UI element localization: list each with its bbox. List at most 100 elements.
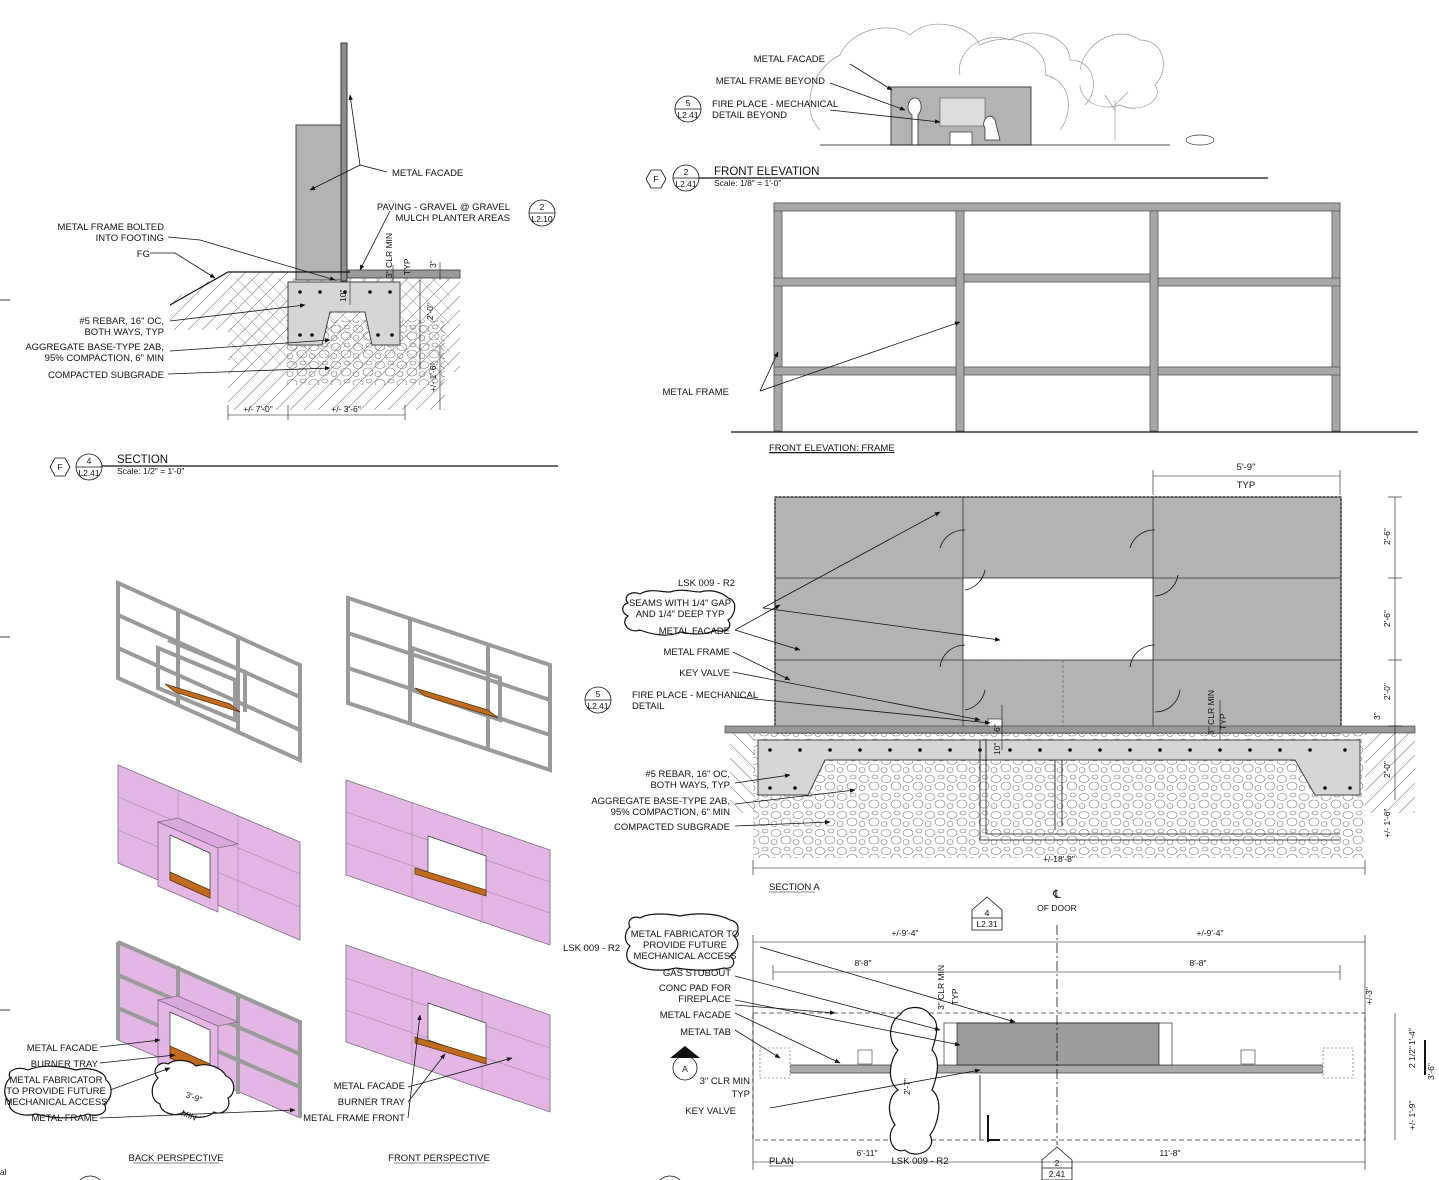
label-fp-2: DETAIL xyxy=(632,701,665,712)
sheet-edge-text: al xyxy=(0,1167,7,1177)
ref-sheet: L2.31 xyxy=(976,919,998,929)
front-perspective-frame xyxy=(346,595,552,773)
front-elevation-title-block: F 2 L2.41 FRONT ELEVATION Scale: 1/8" = … xyxy=(645,164,1268,192)
front-perspective-caption: FRONT PERSPECTIVE xyxy=(388,1153,490,1164)
elevation-scale: Scale: 1/8" = 1'-0" xyxy=(714,178,781,188)
dim-10: 10" xyxy=(338,290,348,302)
label-fab-1: METAL FABRICATOR TO xyxy=(631,929,740,940)
person-figure xyxy=(907,97,922,146)
footing xyxy=(757,739,1361,796)
revision-cloud xyxy=(624,913,739,971)
facade-plan xyxy=(774,1064,1341,1074)
ref-sheet: 2.41 xyxy=(1049,1169,1066,1179)
label-paving-2: MULCH PLANTER AREAS xyxy=(395,213,510,224)
label-key-valve: KEY VALVE xyxy=(685,1106,736,1117)
label-fab-2: PROVIDE FUTURE xyxy=(643,940,727,951)
dim-16: +/- 1'-6" xyxy=(1382,809,1392,838)
dim-typ: TYP xyxy=(1237,480,1255,491)
label-back-metal-facade: METAL FACADE xyxy=(27,1043,98,1054)
corner-seam-markers xyxy=(939,529,1181,713)
section-a-caption: SECTION A xyxy=(769,882,820,893)
label-gas: GAS STUBOUT xyxy=(663,968,731,979)
label-metal-facade: METAL FACADE xyxy=(659,626,730,637)
dim-6: 6" xyxy=(992,724,1002,732)
dim-611: 6'-11" xyxy=(856,1148,877,1158)
label-back-fab-2: TO PROVIDE FUTURE xyxy=(6,1086,106,1097)
dim-118: 11'-8" xyxy=(1159,1148,1180,1158)
dim-typ-v: TYP xyxy=(950,988,960,1005)
label-metal-frame: METAL FRAME xyxy=(663,647,730,658)
plan-labels: LSK 009 - R2 METAL FABRICATOR TO PROVIDE… xyxy=(563,889,1436,1179)
dim-27: 2'-7" xyxy=(902,1078,912,1095)
dim-typ: TYP xyxy=(402,258,412,275)
label-front-frame: METAL FRAME FRONT xyxy=(303,1113,405,1124)
tree-outlines xyxy=(809,23,1164,140)
dim-36: +/- 3'-6" xyxy=(331,404,360,414)
dim-3r: 3'-6" xyxy=(1426,1063,1436,1080)
frame-elevation-caption: FRONT ELEVATION: FRAME xyxy=(769,443,895,454)
plan-detail xyxy=(670,896,1426,1180)
revision-cloud xyxy=(622,589,736,636)
plan-caption: PLAN xyxy=(769,1156,794,1167)
label-paving-1: PAVING - GRAVEL @ GRAVEL xyxy=(377,202,510,213)
ref-sheet: L2.41 xyxy=(677,110,699,120)
front-perspective-facade xyxy=(345,779,551,946)
burner-tray xyxy=(414,687,499,719)
label-back-fab-3: MECHANICAL ACCESS xyxy=(4,1097,107,1108)
rebar-dots xyxy=(768,748,1352,790)
label-clr: 3" CLR MIN xyxy=(700,1076,750,1087)
dim-clr: 3" CLR MIN xyxy=(384,233,394,278)
label-fab-3: MECHANICAL ACCESS xyxy=(633,951,736,962)
label-agg-1: AGGREGATE BASE-TYPE 2AB, xyxy=(591,796,730,807)
label-typ: TYP xyxy=(732,1089,750,1100)
ref-num: 2 xyxy=(1055,1158,1060,1168)
revision-cloud xyxy=(888,1006,940,1155)
label-metal-facade: METAL FACADE xyxy=(392,168,463,179)
label-metal-frame: METAL FRAME xyxy=(662,387,729,398)
label-of-door: OF DOOR xyxy=(1037,903,1077,913)
frame-elevation xyxy=(731,202,1418,433)
label-rebar-1: #5 REBAR, 16" OC, xyxy=(79,316,164,327)
label-lsk: LSK 009 - R2 xyxy=(678,578,735,589)
dim-20: 2'-0" xyxy=(1382,683,1392,700)
dim-16: +/- 1'-6" xyxy=(428,363,438,392)
dim-3: 3" xyxy=(428,260,438,268)
label-metal-tab: METAL TAB xyxy=(680,1027,731,1038)
label-fp-1: FIRE PLACE - MECHANICAL xyxy=(712,99,838,110)
label-metal-facade: METAL FACADE xyxy=(754,54,825,65)
section-4-labels: METAL FACADE PAVING - GRAVEL @ GRAVEL MU… xyxy=(25,168,556,414)
seated-figure xyxy=(983,115,1001,141)
label-agg-2: 95% COMPACTION, 6" MIN xyxy=(611,807,730,818)
perspective-labels: METAL FACADE BURNER TRAY METAL FABRICATO… xyxy=(4,1043,490,1164)
label-frame-bolted-2: INTO FOOTING xyxy=(96,233,164,244)
detail-num: 2 xyxy=(684,167,689,177)
section-a-labels: LSK 009 - R2 SEAMS WITH 1/4" GAP AND 1/4… xyxy=(584,462,1392,864)
label-front-burner-tray: BURNER TRAY xyxy=(338,1097,406,1108)
burner-tray xyxy=(164,683,241,713)
label-seams-1: SEAMS WITH 1/4" GAP xyxy=(629,598,731,609)
section-scale: Scale: 1/2" = 1'-0" xyxy=(117,466,184,476)
label-metal-facade: METAL FACADE xyxy=(660,1010,731,1021)
label-fg: FG xyxy=(137,249,150,260)
dim-clr-v: 3" CLR MIN xyxy=(936,965,946,1010)
label-subgrade: COMPACTED SUBGRADE xyxy=(614,822,730,833)
detail-sheet: L2.41 xyxy=(675,179,697,189)
dim-70: +/- 7'-0" xyxy=(243,404,272,414)
dim-3: 3" xyxy=(1372,712,1382,720)
dim-3p: +/-3" xyxy=(1364,987,1374,1005)
detail-sheet: L2.41 xyxy=(78,468,100,478)
dim-14: 1'-4" xyxy=(1407,1028,1417,1045)
label-rebar-1: #5 REBAR, 16" OC, xyxy=(645,769,730,780)
section-4-title-block: F 4 L2.41 SECTION Scale: 1/2" = 1'-0" xyxy=(49,453,558,481)
label-key-valve: KEY VALVE xyxy=(679,668,730,679)
dim-26b: 2'-6" xyxy=(1382,610,1392,627)
fireplace-opening xyxy=(962,577,1154,661)
revision-cloud xyxy=(4,1065,112,1119)
back-perspective-combined xyxy=(99,940,302,1119)
dim-59: 5'-9" xyxy=(1237,462,1256,473)
dim-88a: 8'-8" xyxy=(855,958,872,968)
rebar-dots xyxy=(298,290,394,337)
fireplace-plan xyxy=(956,1022,1160,1066)
label-back-metal-frame: METAL FRAME xyxy=(31,1113,98,1124)
